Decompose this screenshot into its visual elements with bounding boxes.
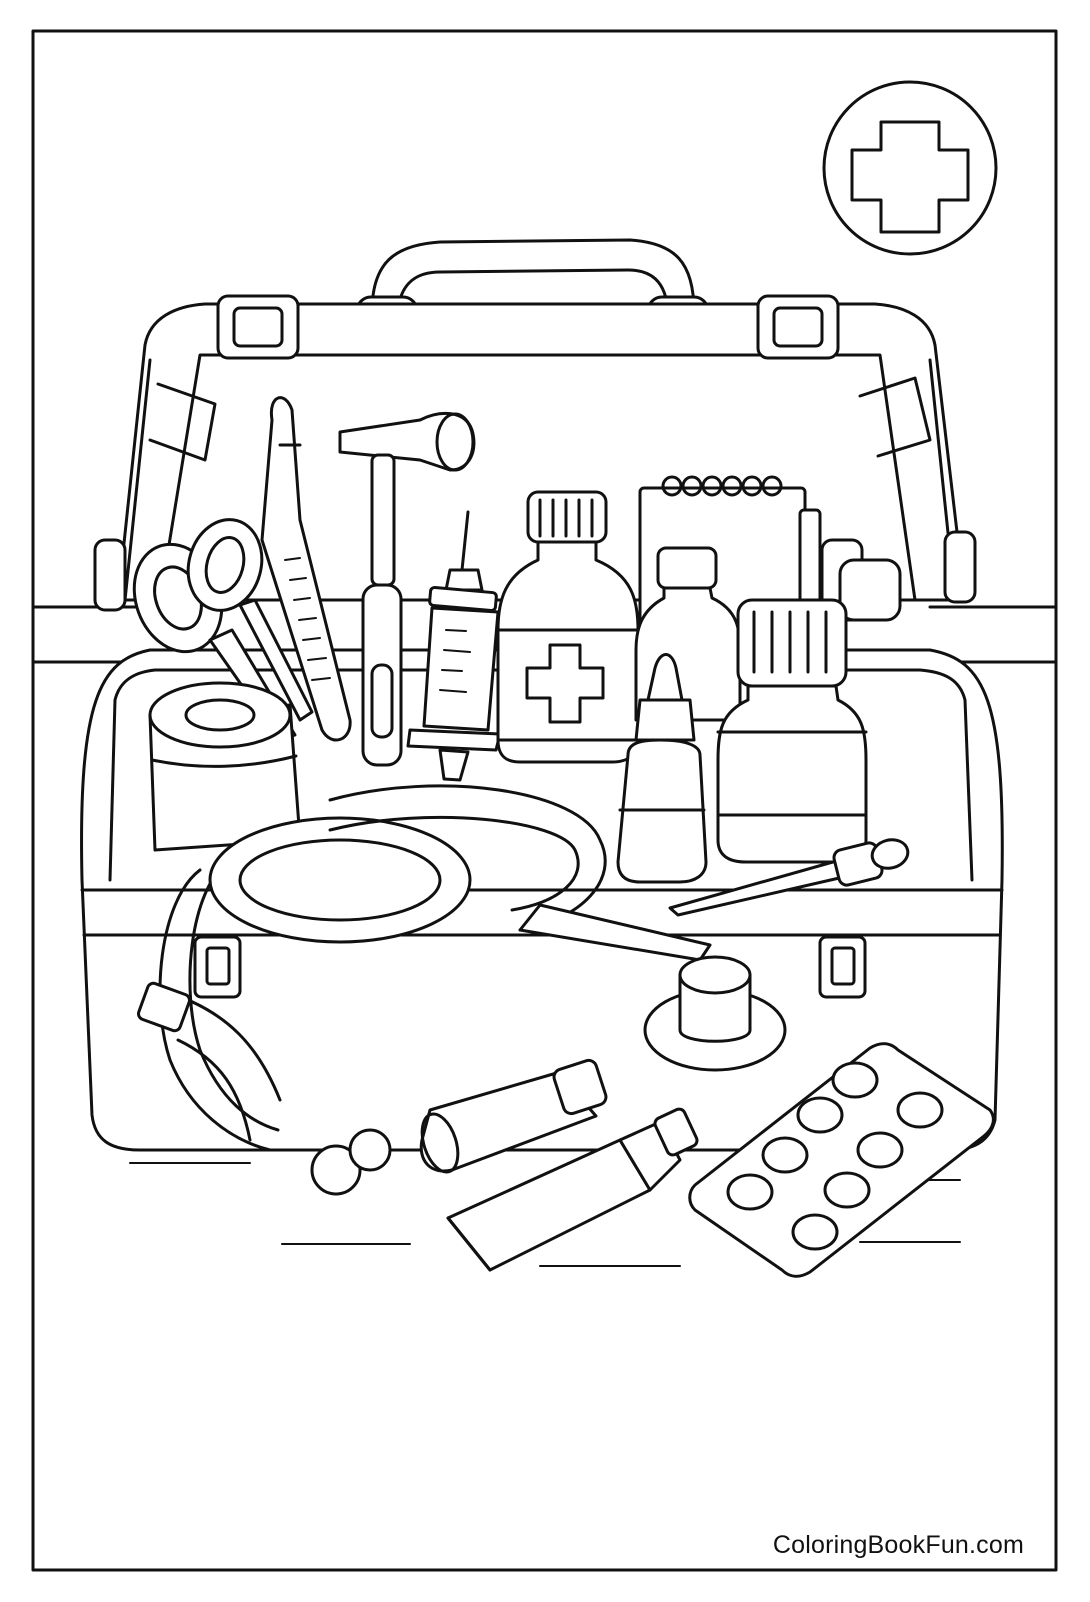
medicine-bottle-icon: [496, 490, 640, 764]
thermometer-icon: [260, 396, 352, 742]
site-credit: ColoringBookFun.com: [772, 1531, 1024, 1559]
syringe-icon: [406, 510, 502, 782]
pill-blister-pack-icon: [688, 1042, 995, 1278]
ointment-tube-icon: [446, 1107, 699, 1272]
medicine-bottle-icon: [419, 1058, 608, 1174]
medicine-bottle-icon: [716, 598, 868, 864]
medical-cross-badge-icon: [822, 80, 998, 256]
reflex-hammer-icon: [338, 411, 476, 767]
bandage-roll-icon: [148, 681, 302, 852]
stethoscope-icon: [137, 784, 787, 1196]
page-border: [31, 29, 1058, 1572]
pipette-icon: [668, 838, 910, 917]
dropper-bottle-icon: [616, 653, 708, 884]
